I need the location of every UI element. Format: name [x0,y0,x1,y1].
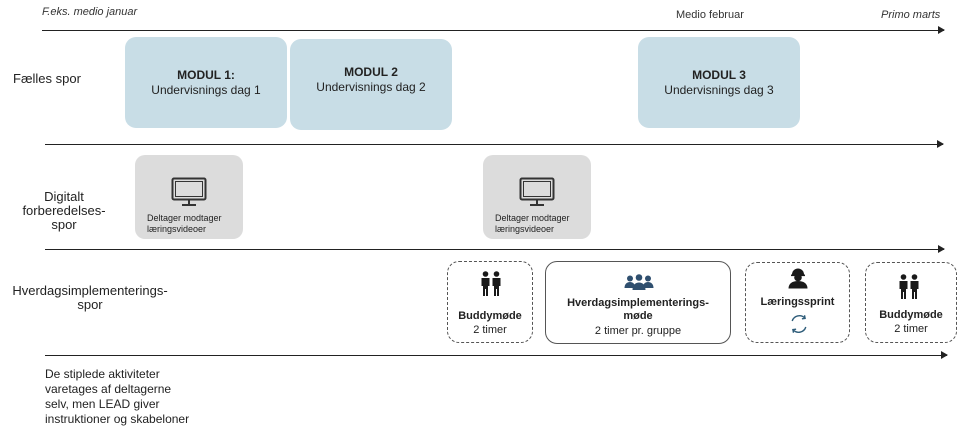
modul-3-subtitle: Undervisnings dag 3 [664,82,774,97]
laeringssprint-title: Læringssprint [760,296,835,308]
modul-1-title: MODUL 1: [177,67,235,82]
timeline-arrow-faelles [45,140,944,148]
row-label-digital-line2: forberedelses- [22,203,106,218]
modul-2-subtitle: Undervisnings dag 2 [316,80,426,94]
activity-buddymoede-1: Buddymøde 2 timer [447,261,533,343]
timeline-arrow-digital [45,245,945,253]
row-label-hverdag-line2: spor [77,297,103,312]
row-label-digital: Digitalt forberedelses- spor [20,190,108,232]
buddymoede-2-title: Buddymøde [879,309,943,321]
row-label-hverdag: Hverdagsimplementerings- spor [10,284,170,312]
hverdag-title-line2: møde [623,310,653,322]
buddymoede-1-duration: 2 timer [473,324,507,336]
digital-2-text-line1: Deltager modtager [495,213,570,223]
two-people-icon [899,274,919,299]
modul-3-title: MODUL 3 [692,67,746,82]
monitor-icon [171,177,207,206]
digital-box-2: Deltager modtager læringsvideoer [483,155,591,239]
activity-buddymoede-2: Buddymøde 2 timer [865,262,957,343]
timeline-start-label: F.eks. medio januar [42,6,138,18]
activity-laeringssprint: Læringssprint [745,262,850,343]
cycle-icon [791,315,807,333]
group-icon [624,274,654,290]
modul-3-box: MODUL 3 Undervisnings dag 3 [638,37,800,128]
digital-box-1: Deltager modtager læringsvideoer [135,155,243,239]
hverdag-duration: 2 timer pr. gruppe [594,325,682,337]
row-label-digital-line3: spor [51,217,77,232]
two-people-icon [481,271,501,296]
timeline-arrow-top [42,26,945,34]
digital-2-text-line2: læringsvideoer [495,224,555,234]
buddymoede-2-duration: 2 timer [894,323,928,335]
footnote: De stiplede aktiviteter varetages af del… [45,367,189,427]
monitor-icon [519,177,555,206]
timeline-middle-label: Medio februar [676,9,744,21]
footnote-line3: selv, men LEAD giver [45,397,160,411]
buddymoede-1-title: Buddymøde [458,310,522,322]
row-label-digital-line1: Digitalt [44,189,84,204]
footnote-line1: De stiplede aktiviteter [45,367,160,381]
timeline-end-label: Primo marts [881,9,941,21]
footnote-line4: instruktioner og skabeloner [45,412,190,426]
modul-2-box: MODUL 2 Undervisnings dag 2 [290,39,452,130]
timeline-arrow-hverdag [45,351,948,359]
hverdag-title-line1: Hverdagsimplementerings- [567,297,709,309]
modul-1-subtitle: Undervisnings dag 1 [151,82,261,97]
row-label-hverdag-line1: Hverdagsimplementerings- [12,283,168,298]
modul-1-box: MODUL 1: Undervisnings dag 1 [125,37,287,128]
modul-2-title: MODUL 2 [344,65,398,79]
person-icon [788,268,808,289]
activity-hverdagsimplementeringsmoede: Hverdagsimplementerings- møde 2 timer pr… [545,261,731,344]
digital-1-text-line1: Deltager modtager [147,213,222,223]
digital-1-text-line2: læringsvideoer [147,224,207,234]
footnote-line2: varetages af deltagerne [45,382,172,396]
row-label-faelles: Fælles spor [13,71,81,86]
